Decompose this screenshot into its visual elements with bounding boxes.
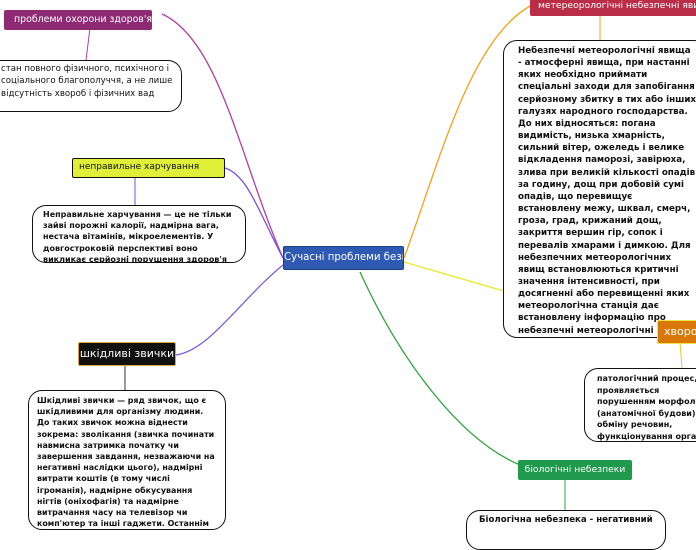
topic-disease[interactable]: хвороба	[657, 320, 696, 344]
note-health-text: стан повного фізичного, психічного і соц…	[1, 64, 173, 99]
note-nutrition: Неправильне харчування — це не тільки за…	[32, 205, 246, 263]
connector-health-note	[85, 27, 91, 61]
note-nutrition-text: Неправильне харчування — це не тільки за…	[43, 210, 232, 263]
topic-habits[interactable]: шкідливі звички	[78, 342, 176, 366]
topic-biological-label: біологічні небезпеки	[524, 464, 626, 475]
topic-health-label: проблеми охорони здоров'я	[14, 14, 152, 25]
connector-nutrition	[224, 167, 284, 259]
note-health: стан повного фізичного, психічного і соц…	[0, 60, 182, 112]
topic-weather-label: метереорологічні небезпечні явища	[538, 0, 696, 11]
connector-disease-note	[679, 341, 683, 369]
note-habits: Шкідливі звички — ряд звичок, що є шкідл…	[28, 390, 226, 530]
connector-habits	[175, 264, 284, 356]
connector-health	[161, 13, 284, 259]
topic-disease-label: хвороба	[664, 325, 696, 338]
note-habits-text: Шкідливі звички — ряд звичок, що є шкідл…	[37, 396, 215, 529]
connector-weather	[403, 5, 531, 259]
topic-weather[interactable]: метереорологічні небезпечні явища	[530, 0, 696, 16]
note-disease-text: патологічний процес, що проявляється пор…	[597, 374, 696, 441]
topic-nutrition-label: неправильне харчування	[79, 162, 200, 172]
note-weather: Небезпечні метеорологічні явища - атмосф…	[503, 40, 696, 338]
note-biological-text: Біологічна небезпека - негативний	[479, 515, 653, 525]
note-biological: Біологічна небезпека - негативний	[466, 510, 666, 550]
central-topic-label: Сучасні проблеми безпеки	[284, 252, 403, 263]
central-topic[interactable]: Сучасні проблеми безпеки	[283, 246, 404, 270]
note-weather-text: Небезпечні метеорологічні явища - атмосф…	[518, 46, 696, 336]
topic-health[interactable]: проблеми охорони здоров'я	[4, 10, 152, 30]
note-disease: патологічний процес, що проявляється пор…	[584, 368, 696, 442]
topic-biological[interactable]: біологічні небезпеки	[518, 460, 632, 480]
topic-nutrition[interactable]: неправильне харчування	[72, 158, 225, 178]
topic-habits-label: шкідливі звички	[79, 347, 175, 360]
connector-biological	[359, 271, 521, 466]
